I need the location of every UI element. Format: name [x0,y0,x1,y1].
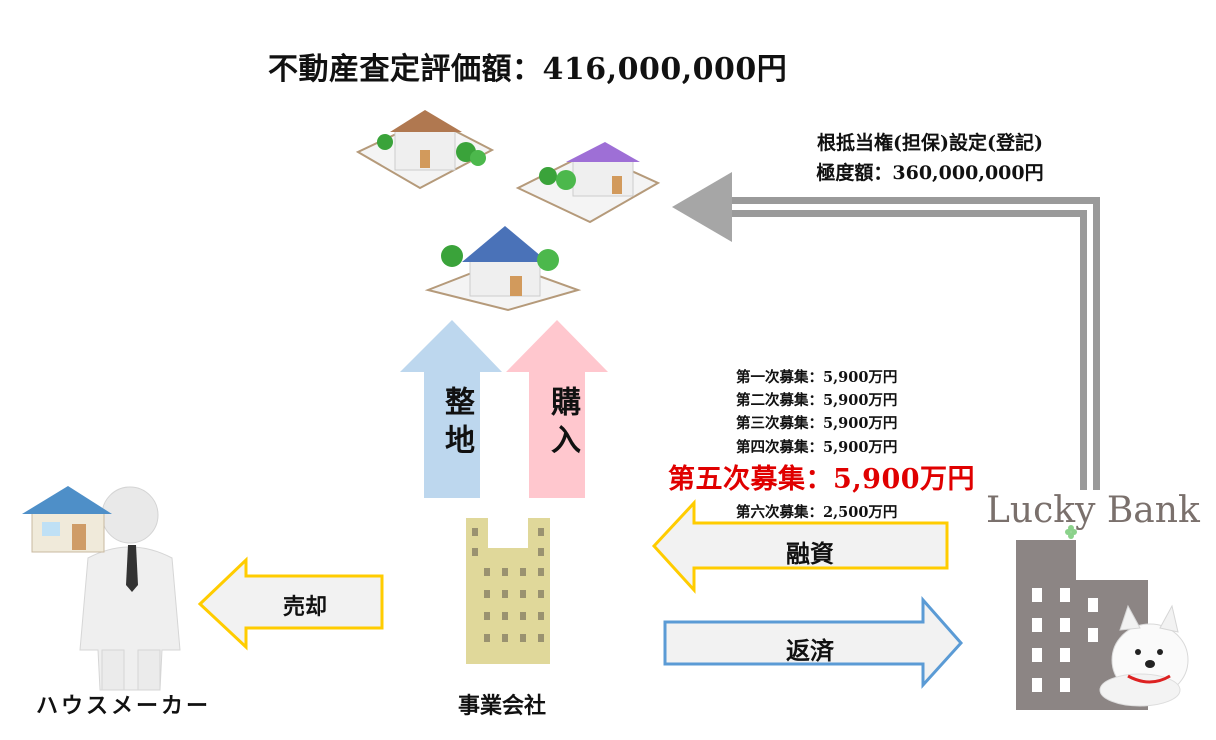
repayment-arrow [663,596,964,689]
person-icon [79,486,181,691]
mortgage-line-2: 極度額：360,000,000円 [816,162,1044,184]
sale-arrow [197,556,384,651]
building-icon [466,518,550,664]
company-caption: 事業会社 [458,693,547,719]
leveling-arrow [400,320,502,498]
sale-label: 売却 [282,594,327,620]
round-2: 第二次募集：5,900万円 [736,392,898,410]
valuation-title: 不動産査定評価額：416,000,000円 [268,52,788,87]
repayment-label: 返済 [786,636,834,665]
purchase-label: 購入 [545,386,580,462]
house-icon [22,486,112,553]
mortgage-label: 根抵当権(担保)設定(登記) 極度額：360,000,000円 [790,128,1070,188]
round-4: 第四次募集：5,900万円 [736,438,898,456]
mortgage-arrow [672,172,1100,490]
purchase-arrow [506,320,608,498]
round-5-highlight: 第五次募集：5,900万円 [668,463,976,495]
housemaker-caption: ハウスメーカー [36,693,212,719]
round-3: 第三次募集：5,900万円 [736,415,898,433]
leveling-label: 整地 [439,386,474,462]
dog-icon [1099,604,1189,707]
fundraising-rounds: 第一次募集：5,900万円 第二次募集：5,900万円 第三次募集：5,900万… [668,366,975,524]
clover-icon [1065,525,1077,539]
loan-arrow [651,499,949,594]
house-icon [355,110,495,190]
mortgage-line-1: 根抵当権(担保)設定(登記) [817,132,1043,154]
round-1: 第一次募集：5,900万円 [736,369,898,386]
house-icon [424,226,582,312]
loan-label: 融資 [786,539,834,568]
lucky-bank-logo: Lucky Bank [986,490,1200,531]
round-6: 第六次募集：2,500万円 [736,503,898,521]
house-icon [515,142,661,224]
